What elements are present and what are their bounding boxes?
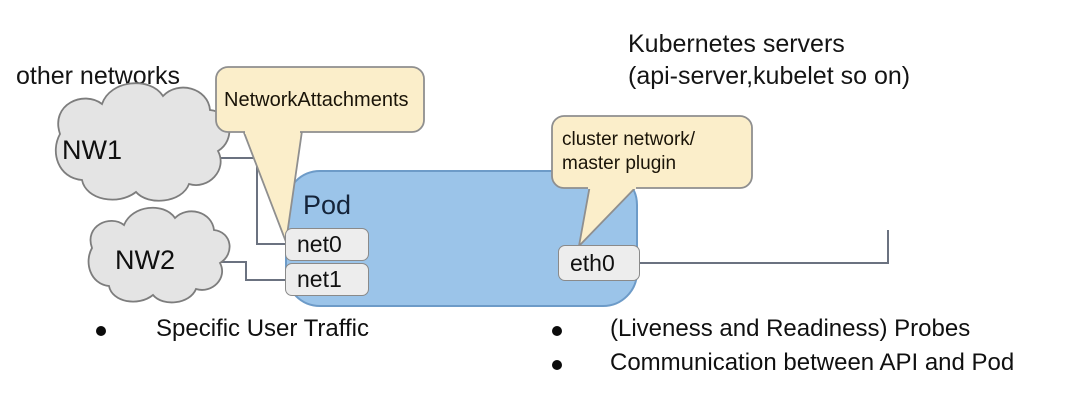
bullet-dot-icon — [552, 360, 562, 370]
callout-network-attachments-tail — [241, 129, 304, 246]
cloud-nw1 — [55, 82, 231, 202]
callout-cluster-plugin-line2: master plugin — [562, 153, 677, 175]
cloud-nw2-label: NW2 — [115, 245, 175, 275]
kubernetes-servers-sublabel: (api-server,kubelet so on) — [628, 62, 911, 90]
callout-network-attachments-tail-cover — [245, 126, 300, 134]
interface-box-net0[interactable]: net0 — [285, 228, 369, 261]
bullet-dot-icon — [96, 326, 106, 336]
cloud-nw1-label: NW1 — [62, 135, 122, 165]
interface-box-eth0[interactable]: eth0 — [558, 245, 640, 281]
pod-label: Pod — [303, 190, 352, 220]
callout-cluster-plugin-tail — [577, 184, 640, 249]
list-item: (Liveness and Readiness) Probes — [552, 315, 1014, 343]
right-bullet-text-0: (Liveness and Readiness) Probes — [610, 315, 971, 342]
cloud-nw2 — [87, 206, 231, 304]
connector-nw2-to-net1 — [210, 261, 287, 281]
callout-cluster-plugin-line1: cluster network/ — [562, 129, 696, 150]
right-bullet-list: (Liveness and Readiness) Probes Communic… — [552, 315, 1014, 383]
left-bullet-list: Specific User Traffic — [96, 315, 369, 349]
left-bullet-text-0: Specific User Traffic — [156, 315, 369, 342]
callout-network-attachments-body — [215, 66, 425, 133]
callout-cluster-plugin-body — [551, 115, 753, 189]
callout-cluster-plugin-tail-cover — [588, 181, 636, 189]
callout-cluster-plugin-label: cluster network/master plugin — [562, 128, 695, 177]
right-bullet-text-1: Communication between API and Pod — [610, 349, 1015, 376]
list-item: Communication between API and Pod — [552, 349, 1014, 377]
other-networks-label: other networks — [16, 62, 180, 90]
callout-network-attachments-label: NetworkAttachments — [224, 89, 409, 111]
connector-nw1-to-net0 — [205, 157, 287, 245]
kubernetes-servers-label: Kubernetes servers — [628, 30, 845, 58]
connector-eth0-to-k8s — [638, 230, 889, 264]
list-item: Specific User Traffic — [96, 315, 369, 343]
bullet-dot-icon — [552, 326, 562, 336]
interface-box-net1[interactable]: net1 — [285, 263, 369, 296]
